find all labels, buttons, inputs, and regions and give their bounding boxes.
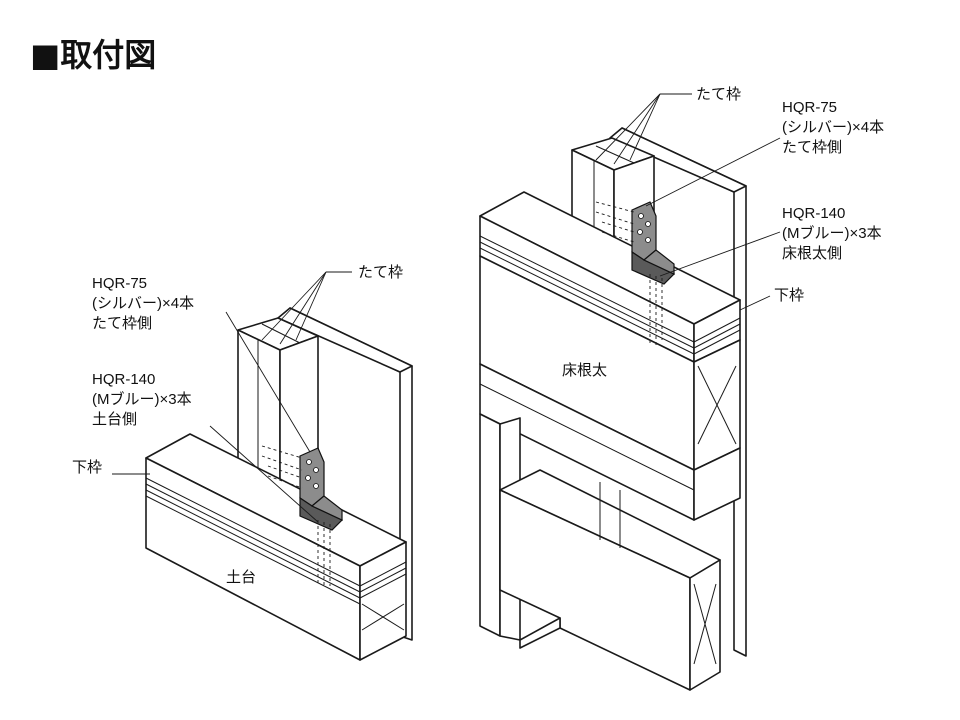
right-base-frame-label: 下枠 — [774, 287, 804, 304]
diagram-title: ■取付図 — [30, 36, 156, 74]
left-hold-down-bracket — [261, 445, 344, 588]
right-screw-top-line3: たて枠側 — [782, 139, 842, 156]
right-joist-label: 床根太 — [562, 362, 607, 379]
right-leader-lines — [595, 93, 781, 311]
left-base-frame-label: 下枠 — [72, 459, 102, 476]
right-screw-bottom-line2: (Mブルー)×3本 — [782, 224, 882, 242]
left-screw-bottom-line2: (Mブルー)×3本 — [92, 390, 192, 408]
right-frame-label: たて枠 — [696, 86, 741, 103]
left-assembly: たて枠 HQR-75 (シルバー)×4本 たて枠側 HQR-140 (Mブルー)… — [72, 264, 413, 661]
right-assembly: たて枠 HQR-75 (シルバー)×4本 たて枠側 HQR-140 (Mブルー)… — [479, 86, 884, 691]
right-screw-bottom-line1: HQR-140 — [782, 205, 845, 222]
left-sill — [145, 433, 407, 661]
right-base-frame — [479, 191, 741, 363]
right-hold-down-bracket — [595, 201, 676, 346]
right-wall-panel — [609, 127, 747, 657]
left-screw-top-line2: (シルバー)×4本 — [92, 295, 194, 312]
left-frame-label: たて枠 — [358, 264, 403, 281]
left-leader-lines — [112, 271, 352, 523]
left-screw-bottom-line3: 土台側 — [92, 411, 137, 428]
right-lower-structure — [479, 363, 741, 691]
left-screw-top-line3: たて枠側 — [92, 315, 152, 332]
right-screw-top-line2: (シルバー)×4本 — [782, 119, 884, 136]
left-screw-bottom-line1: HQR-140 — [92, 371, 155, 388]
right-screw-top-line1: HQR-75 — [782, 99, 837, 116]
left-sill-label: 土台 — [226, 569, 256, 586]
right-screw-bottom-line3: 床根太側 — [782, 245, 842, 262]
left-screw-top-line1: HQR-75 — [92, 275, 147, 292]
right-floor-joist — [479, 255, 741, 471]
